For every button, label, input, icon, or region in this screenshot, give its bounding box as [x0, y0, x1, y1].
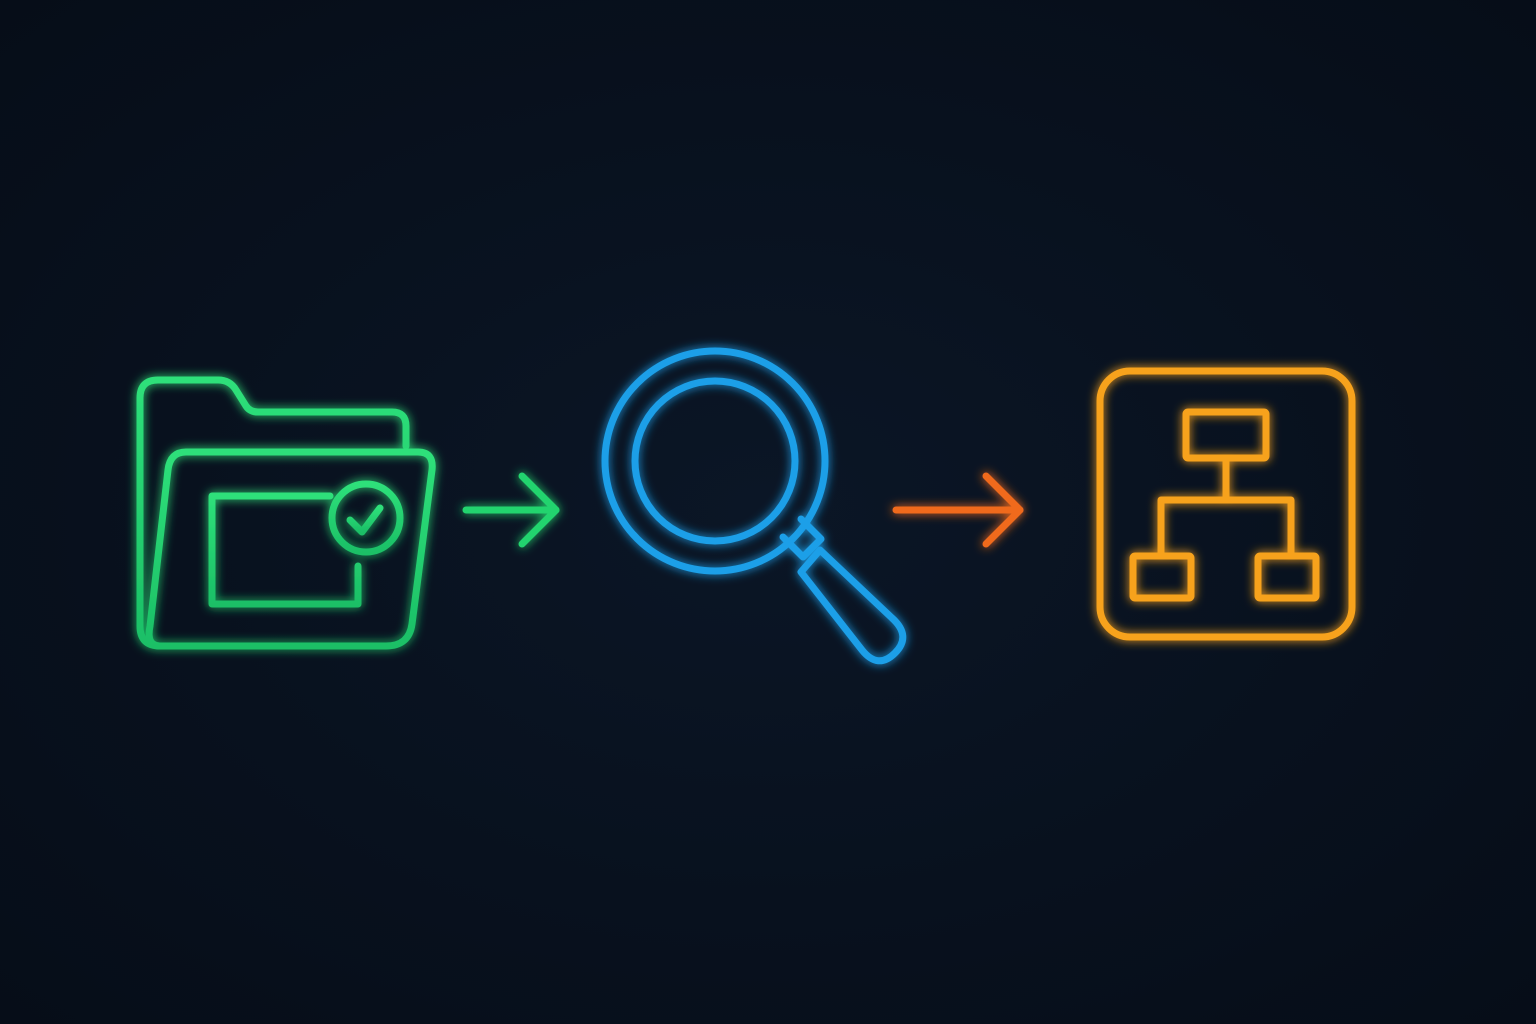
glass-neck-icon: [779, 515, 825, 561]
check-badge-icon: [328, 480, 404, 556]
arrow-right-icon: [462, 472, 560, 548]
glass-handle-icon: [797, 546, 907, 665]
arrow-right-icon: [892, 472, 1024, 548]
folder-document-check-icon: [136, 376, 436, 650]
node-branch-icon: [1157, 496, 1295, 560]
top-node-icon: [1182, 408, 1270, 462]
folder-front-icon: [145, 448, 436, 650]
hierarchy-chart-icon: [1096, 367, 1356, 641]
checkmark-icon: [346, 504, 384, 536]
magnifying-glass-icon: [601, 347, 907, 665]
lens-inner-ring-icon: [631, 377, 799, 545]
left-node-icon: [1129, 552, 1195, 602]
right-node-icon: [1254, 552, 1320, 602]
lens-outer-ring-icon: [601, 347, 829, 575]
chart-frame-icon: [1096, 367, 1356, 641]
document-card-icon: [208, 492, 362, 608]
